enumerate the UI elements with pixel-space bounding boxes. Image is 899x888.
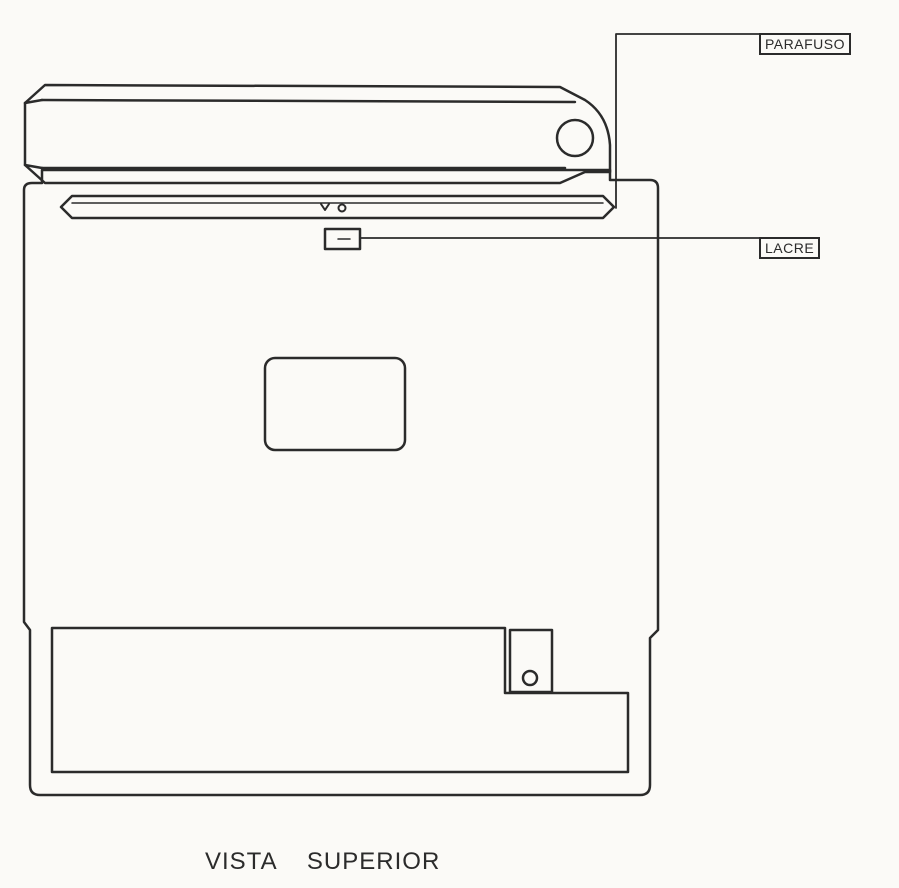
parafuso-leader-line [615,33,760,209]
caption-word-vista: VISTA [205,848,277,875]
main-body-outline [22,168,660,797]
screw-marker [320,203,347,213]
seal-marker [323,227,362,251]
top-hinge-bar [23,83,612,185]
hinge-knob [555,118,595,158]
lacre-label: LACRE [759,237,821,259]
bottom-compartment [50,626,630,774]
parafuso-label: PARAFUSO [759,33,851,55]
view-caption: VISTA SUPERIOR [205,848,440,876]
caption-word-superior: SUPERIOR [306,848,441,875]
center-window [263,356,407,452]
latch-hole [508,628,554,694]
top-slot-groove [59,194,616,220]
